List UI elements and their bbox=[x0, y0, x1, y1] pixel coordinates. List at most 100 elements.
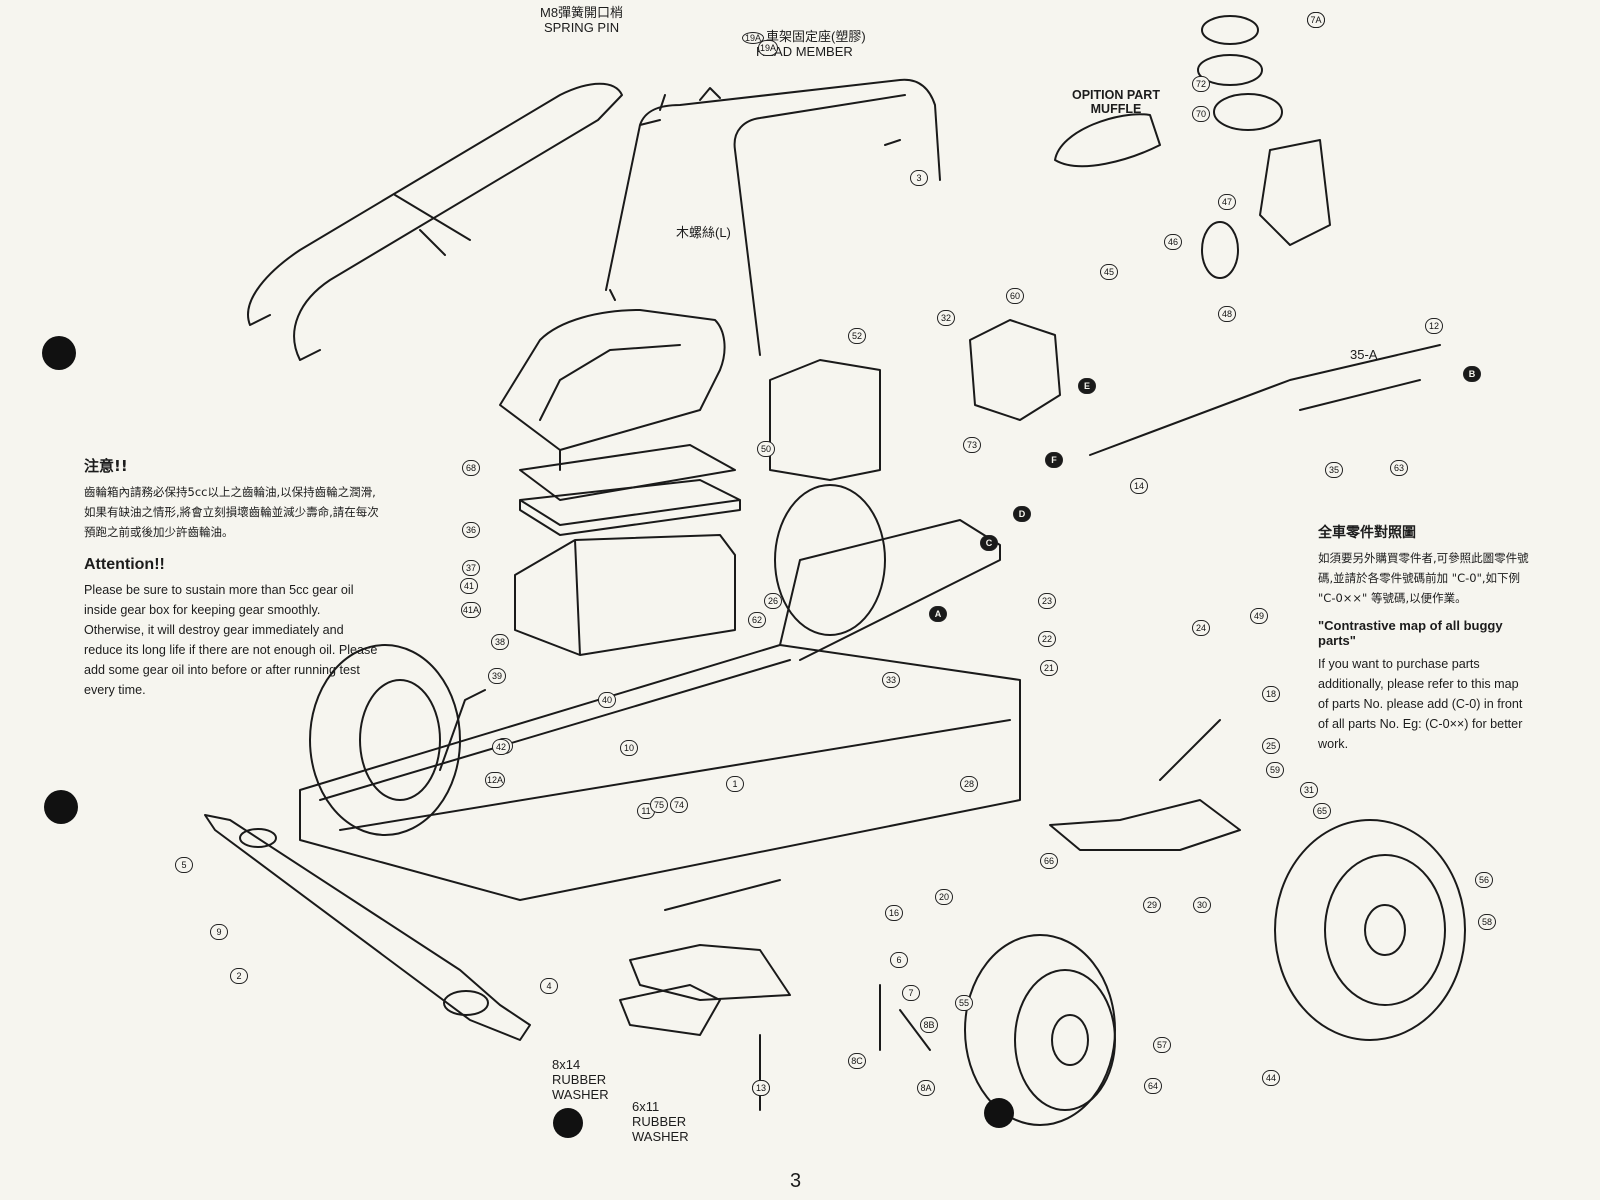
part-callout-18: 18 bbox=[1262, 686, 1280, 702]
part-callout-72: 72 bbox=[1192, 76, 1210, 92]
part-callout-58: 58 bbox=[1478, 914, 1496, 930]
parts-reference-notes: 全車零件對照圖 如須要另外購買零件者,可參照此圖零件號碼,並請於各零件號碼前加 … bbox=[1318, 522, 1530, 754]
rear-suspension-arm bbox=[1049, 799, 1241, 851]
part-callout-42: 42 bbox=[492, 739, 510, 755]
part-callout-6: 6 bbox=[890, 952, 908, 968]
muffler bbox=[1054, 113, 1161, 168]
part-callout-36: 36 bbox=[462, 522, 480, 538]
rear-right-wheel bbox=[1274, 819, 1466, 1041]
part-callout-49: 49 bbox=[1250, 608, 1268, 624]
ref-en-title: "Contrastive map of all buggy parts" bbox=[1318, 618, 1503, 648]
part-callout-55: 55 bbox=[955, 995, 973, 1011]
part-callout-62: 62 bbox=[748, 612, 766, 628]
part-callout-c: C bbox=[980, 535, 998, 551]
part-callout-40: 40 bbox=[598, 692, 616, 708]
air-filter bbox=[1201, 15, 1259, 45]
binder-hole-middle bbox=[44, 790, 78, 824]
part-callout-19a: 19A bbox=[758, 40, 779, 56]
engine bbox=[1259, 139, 1331, 246]
page-number: 3 bbox=[790, 1170, 802, 1192]
part-callout-23: 23 bbox=[1038, 593, 1056, 609]
seat-plate-36 bbox=[519, 479, 741, 536]
part-callout-2: 2 bbox=[230, 968, 248, 984]
head-member-number: 19A bbox=[742, 32, 765, 44]
body-shell bbox=[499, 309, 726, 451]
spare-knobby-wheel bbox=[774, 484, 886, 636]
rear-left-wheel bbox=[964, 934, 1116, 1126]
part-callout-44: 44 bbox=[1262, 1070, 1280, 1086]
gear-oil-notes: 注意!! 齒輪箱內請務必保持5cc以上之齒輪油,以保持齒輪之潤滑,如果有缺油之情… bbox=[84, 455, 384, 700]
ref-cn-body: 如須要另外購買零件者,可參照此圖零件號碼,並請於各零件號碼前加 "C-0",如下… bbox=[1318, 551, 1529, 605]
part-callout-48: 48 bbox=[1218, 306, 1236, 322]
part-callout-39: 39 bbox=[488, 668, 506, 684]
part-callout-56: 56 bbox=[1475, 872, 1493, 888]
part-callout-29: 29 bbox=[1143, 897, 1161, 913]
part-callout-25: 25 bbox=[1262, 738, 1280, 754]
part-callout-37: 37 bbox=[462, 560, 480, 576]
part-callout-7a: 7A bbox=[1307, 12, 1325, 28]
part-callout-68: 68 bbox=[462, 460, 480, 476]
part-callout-73: 73 bbox=[963, 437, 981, 453]
part-callout-33: 33 bbox=[882, 672, 900, 688]
part-callout-a: A bbox=[929, 606, 947, 622]
roll-bar bbox=[605, 78, 941, 356]
seat-plate-68 bbox=[519, 444, 736, 501]
notes-cn-title: 注意!! bbox=[84, 457, 128, 475]
part-callout-70: 70 bbox=[1192, 106, 1210, 122]
part-callout-24: 24 bbox=[1192, 620, 1210, 636]
front-skid-plate bbox=[204, 814, 531, 1041]
wood-screw-label: 木螺絲(L) bbox=[676, 225, 731, 240]
part-callout-32: 32 bbox=[937, 310, 955, 326]
part-callout-57: 57 bbox=[1153, 1037, 1171, 1053]
washer-8x14-label: 8x14 RUBBER WASHER bbox=[552, 1057, 609, 1102]
part-callout-16: 16 bbox=[885, 905, 903, 921]
notes-en-title: Attention!! bbox=[84, 556, 165, 573]
main-chassis bbox=[299, 644, 1021, 901]
part-callout-d: D bbox=[1013, 506, 1031, 522]
binder-hole-bottom-left bbox=[553, 1108, 583, 1138]
part-callout-1: 1 bbox=[726, 776, 744, 792]
spring-pin-label: M8彈簧開口梢 SPRING PIN bbox=[540, 5, 624, 35]
part-callout-28: 28 bbox=[960, 776, 978, 792]
shock-absorber bbox=[1159, 719, 1221, 781]
part-callout-74: 74 bbox=[670, 797, 688, 813]
front-left-wheel bbox=[309, 644, 461, 836]
rear-bumper-frame bbox=[247, 82, 623, 361]
part-callout-64: 64 bbox=[1144, 1078, 1162, 1094]
binder-hole-bottom-right bbox=[984, 1098, 1014, 1128]
part-callout-63: 63 bbox=[1390, 460, 1408, 476]
part-callout-4: 4 bbox=[540, 978, 558, 994]
part-callout-60: 60 bbox=[1006, 288, 1024, 304]
part-callout-30: 30 bbox=[1193, 897, 1211, 913]
part-callout-31: 31 bbox=[1300, 782, 1318, 798]
throttle-linkage bbox=[1089, 344, 1441, 456]
part-callout-12: 12 bbox=[1425, 318, 1443, 334]
part-callout-10: 10 bbox=[620, 740, 638, 756]
front-upper-arm bbox=[619, 984, 721, 1036]
part-callout-21: 21 bbox=[1040, 660, 1058, 676]
link-35a-label: 35-A bbox=[1350, 347, 1378, 362]
part-callout-41a: 41A bbox=[461, 602, 482, 618]
part-callout-47: 47 bbox=[1218, 194, 1236, 210]
ref-cn-title: 全車零件對照圖 bbox=[1318, 525, 1416, 541]
part-callout-12a: 12A bbox=[485, 772, 506, 788]
part-callout-59: 59 bbox=[1266, 762, 1284, 778]
washer-6x11-label: 6x11 RUBBER WASHER bbox=[632, 1099, 689, 1144]
part-callout-46: 46 bbox=[1164, 234, 1182, 250]
part-callout-26: 26 bbox=[764, 593, 782, 609]
binder-hole-top bbox=[42, 336, 76, 370]
part-callout-9: 9 bbox=[210, 924, 228, 940]
part-callout-b: B bbox=[1463, 366, 1481, 382]
part-callout-65: 65 bbox=[1313, 803, 1331, 819]
part-callout-13: 13 bbox=[752, 1080, 770, 1096]
part-callout-14: 14 bbox=[1130, 478, 1148, 494]
notes-cn-body: 齒輪箱內請務必保持5cc以上之齒輪油,以保持齒輪之潤滑,如果有缺油之情形,將會立… bbox=[84, 485, 379, 539]
part-callout-8b: 8B bbox=[920, 1017, 938, 1033]
battery-box bbox=[514, 534, 736, 656]
front-lower-arm bbox=[629, 944, 791, 1001]
ref-en-body: If you want to purchase parts additional… bbox=[1318, 657, 1523, 751]
part-callout-75: 75 bbox=[650, 797, 668, 813]
part-callout-20: 20 bbox=[935, 889, 953, 905]
